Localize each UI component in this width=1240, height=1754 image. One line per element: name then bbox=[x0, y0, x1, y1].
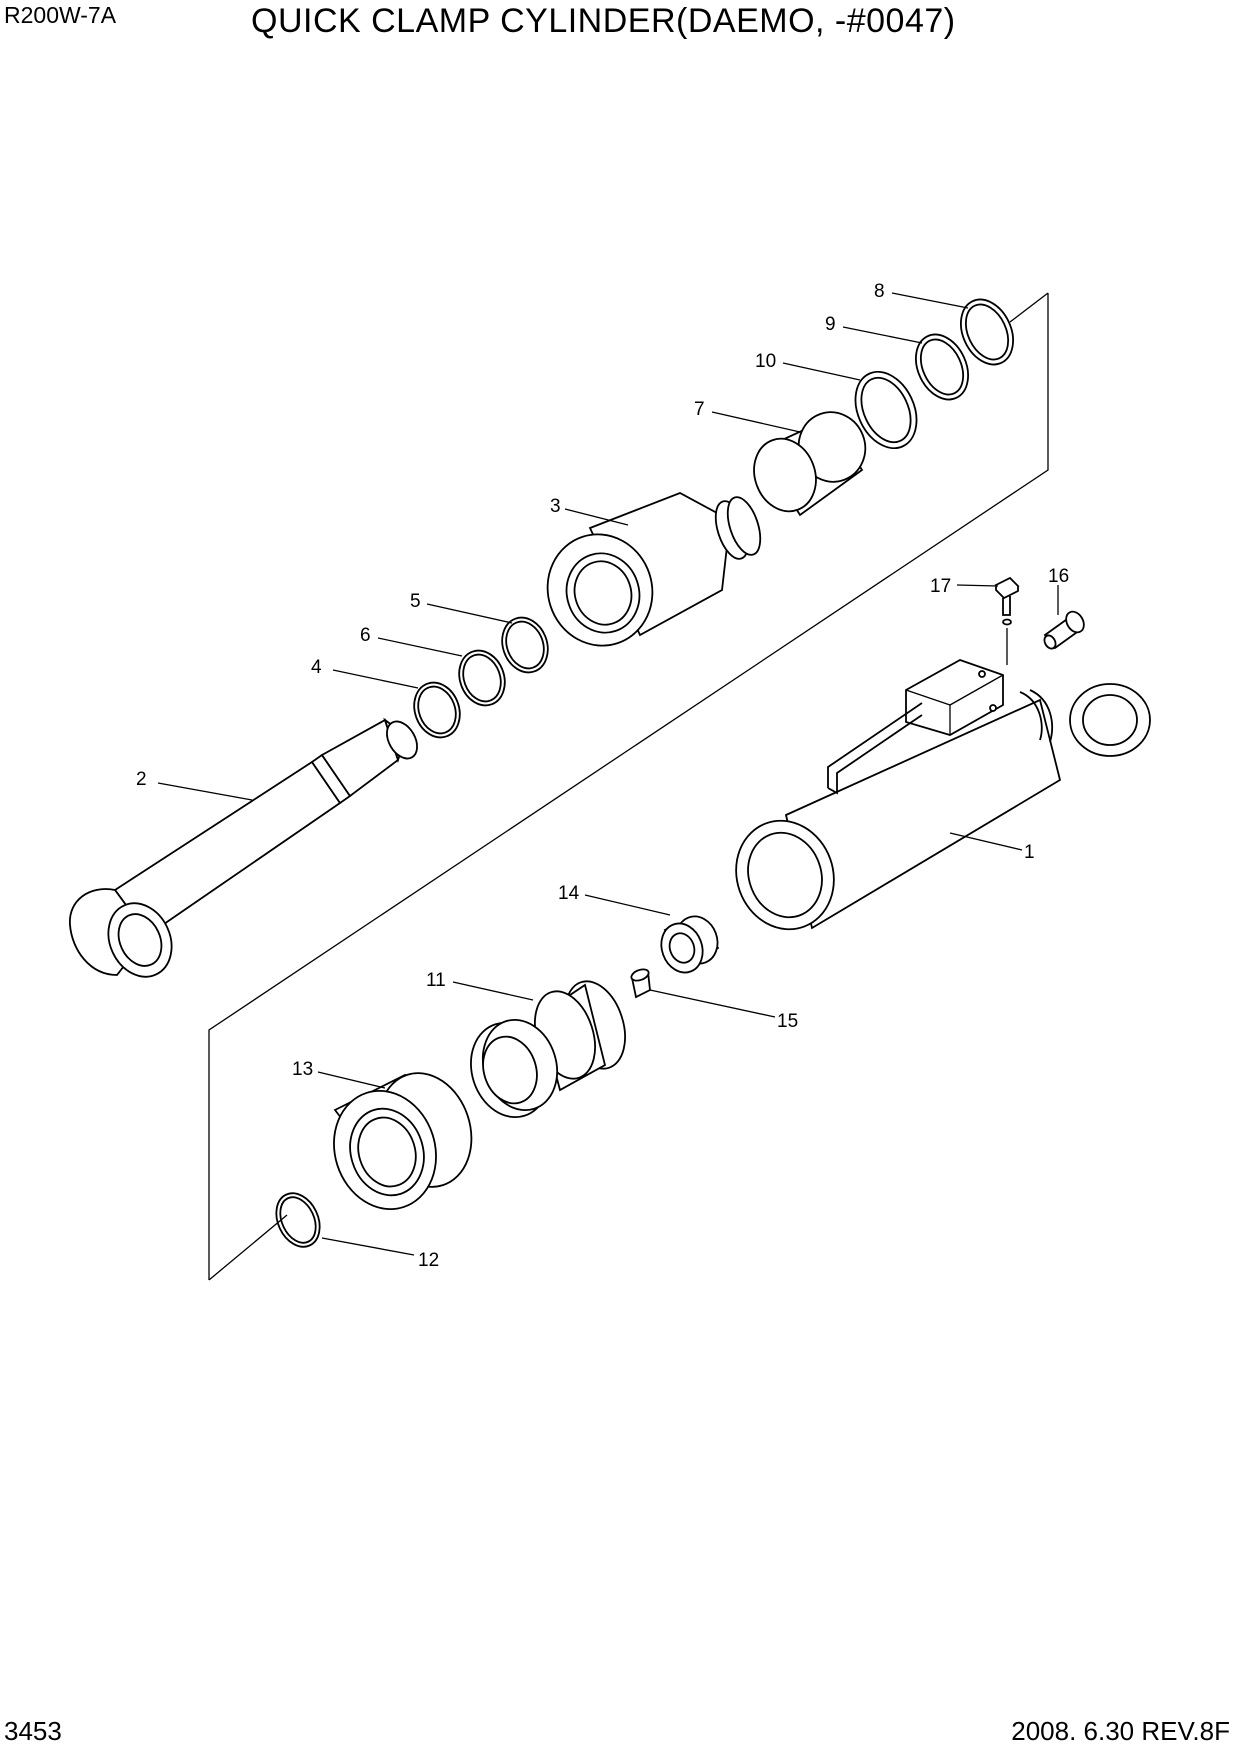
part-14-nut bbox=[660, 915, 720, 974]
callout-16: 16 bbox=[1048, 566, 1069, 587]
callout-17: 17 bbox=[930, 576, 951, 597]
part-10-ring bbox=[854, 370, 918, 450]
callout-10: 10 bbox=[755, 351, 776, 372]
part-5-ring bbox=[501, 616, 549, 674]
part-2-rod bbox=[69, 717, 418, 978]
callout-6: 6 bbox=[360, 625, 371, 646]
callout-12: 12 bbox=[418, 1250, 439, 1271]
part-8-ring bbox=[960, 298, 1014, 366]
part-16-valve bbox=[1043, 610, 1085, 650]
page-number: 3453 bbox=[4, 1716, 62, 1746]
revision-date: 2008. 6.30 REV.8F bbox=[1011, 1716, 1230, 1746]
part-3-rod-cover bbox=[546, 492, 762, 647]
callout-2: 2 bbox=[136, 769, 147, 790]
kit-frame bbox=[208, 292, 1049, 1281]
callout-13: 13 bbox=[292, 1059, 313, 1080]
part-9-ring bbox=[915, 333, 969, 401]
callout-3: 3 bbox=[550, 496, 561, 517]
callout-1: 1 bbox=[1024, 842, 1035, 863]
callout-8: 8 bbox=[874, 281, 885, 302]
callout-9: 9 bbox=[825, 314, 836, 335]
callout-14: 14 bbox=[558, 883, 580, 904]
callout-5: 5 bbox=[410, 591, 421, 612]
part-7-piston bbox=[753, 411, 867, 517]
part-6-ring bbox=[458, 649, 506, 707]
callout-4: 4 bbox=[311, 657, 322, 678]
part-1-tube bbox=[735, 659, 1151, 931]
part-12-ring bbox=[275, 1192, 321, 1248]
callout-7: 7 bbox=[694, 399, 705, 420]
model-label: R200W-7A bbox=[4, 2, 117, 28]
part-17-bolt bbox=[994, 576, 1020, 665]
callout-11: 11 bbox=[426, 970, 446, 991]
page-title: QUICK CLAMP CYLINDER(DAEMO, -#0047) bbox=[251, 2, 956, 40]
part-4-ring bbox=[413, 681, 461, 739]
part-15-pin bbox=[630, 968, 651, 999]
callout-15: 15 bbox=[777, 1011, 798, 1032]
part-13-bushing bbox=[333, 1072, 473, 1211]
part-11-piston bbox=[470, 980, 626, 1119]
